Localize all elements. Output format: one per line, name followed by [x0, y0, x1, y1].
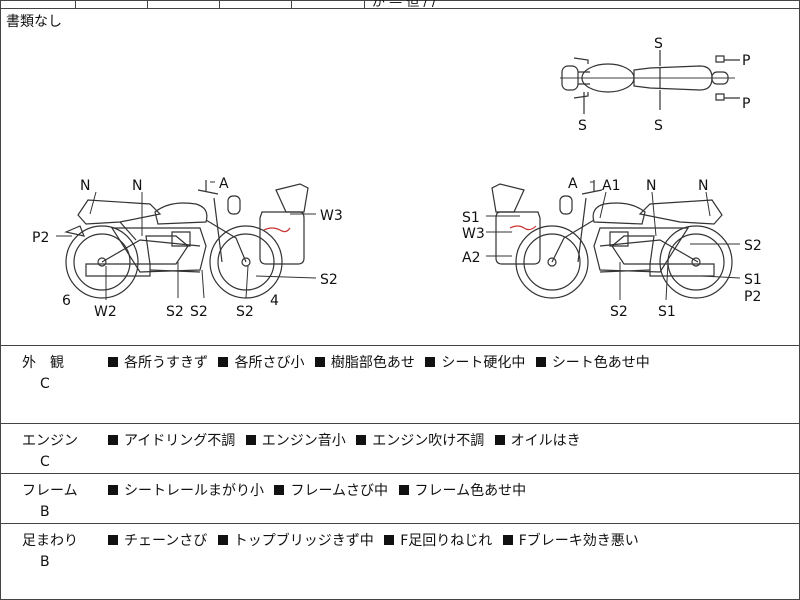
section-notes: シートレールまがり小 フレームさび中 フレーム色あせ中	[108, 480, 532, 500]
section-notes: アイドリング不調 エンジン音小 エンジン吹け不調 オイルはき	[108, 430, 587, 450]
damage-label: W2	[94, 304, 117, 320]
damage-label: N	[698, 178, 708, 194]
bullet-square-icon	[108, 435, 118, 445]
damage-label: S	[654, 36, 663, 52]
section-notes: チェーンさび トップブリッジきず中 F足回りねじれ Fブレーキ効き悪い	[108, 530, 645, 550]
bullet-square-icon	[108, 485, 118, 495]
header-partial-text: が — 但 / /	[372, 0, 437, 10]
bullet-square-icon	[494, 435, 505, 445]
header-cell	[147, 0, 220, 8]
damage-diagram: S S S P P A N N P2 W3 6 W2 S2 S2 S2 4 S2…	[32, 36, 762, 320]
section-title: 外 観	[22, 355, 64, 371]
damage-label: A2	[462, 250, 480, 266]
section-grade: C	[40, 454, 50, 470]
bullet-square-icon	[356, 435, 367, 445]
left-bike	[64, 180, 309, 299]
header-cell	[291, 0, 365, 8]
condition-note: F足回りねじれ	[400, 533, 493, 549]
bullet-square-icon	[245, 435, 256, 445]
section-grade: C	[40, 376, 50, 392]
damage-label: P2	[744, 289, 761, 305]
section-suspension: 足まわり B チェーンさび トップブリッジきず中 F足回りねじれ Fブレーキ効き…	[0, 523, 800, 600]
section-exterior: 外 観 C 各所うすきず 各所さび小 樹脂部色あせ シート硬化中 シート色あせ中	[0, 345, 800, 424]
bullet-square-icon	[108, 357, 118, 367]
damage-label: P	[742, 96, 750, 112]
bullet-square-icon	[502, 535, 513, 545]
section-title: フレーム	[22, 483, 78, 499]
right-bike-labels: A A1 N N S1 W3 A2 S2 S1 S2 S1 P2	[462, 176, 762, 320]
bullet-square-icon	[218, 357, 229, 367]
top-view-labels: S S S P P	[578, 36, 750, 134]
damage-label: A1	[602, 178, 620, 194]
bullet-square-icon	[314, 357, 325, 367]
bullet-square-icon	[425, 357, 436, 367]
condition-note: フレーム色あせ中	[414, 483, 527, 499]
damage-label: S2	[744, 238, 762, 254]
damage-label: P2	[32, 230, 49, 246]
condition-note: チェーンさび	[124, 533, 208, 549]
section-notes: 各所うすきず 各所さび小 樹脂部色あせ シート硬化中 シート色あせ中	[108, 352, 656, 372]
top-view-bike	[560, 50, 740, 114]
section-title: エンジン	[22, 433, 78, 449]
header-cell	[219, 0, 292, 8]
damage-label: A	[568, 176, 578, 192]
top-header-row: が — 但 / /	[0, 0, 800, 10]
section-grade: B	[40, 554, 50, 570]
condition-note: 樹脂部色あせ	[330, 355, 415, 371]
damage-label: S2	[190, 304, 208, 320]
condition-note: 各所うすきず	[124, 355, 208, 371]
damage-label: N	[132, 178, 142, 194]
damage-label: W3	[462, 226, 485, 242]
condition-note: シート硬化中	[441, 355, 526, 371]
section-engine: エンジン C アイドリング不調 エンジン音小 エンジン吹け不調 オイルはき	[0, 423, 800, 474]
damage-label: S	[654, 118, 663, 134]
damage-label: N	[80, 178, 90, 194]
left-bike-labels: A N N P2 W3 6 W2 S2 S2 S2 4 S2	[32, 176, 343, 320]
condition-note: シート色あせ中	[551, 355, 650, 371]
damage-label: N	[646, 178, 656, 194]
damage-label: S1	[658, 304, 676, 320]
motorcycle-diagram-svg: S S S P P A N N P2 W3 6 W2 S2 S2 S2 4 S2…	[32, 36, 762, 320]
header-cell	[0, 0, 76, 8]
damage-label: W3	[320, 208, 343, 224]
documents-status: 書類なし	[6, 14, 62, 30]
header-cell	[75, 0, 148, 8]
damage-label: S1	[744, 272, 762, 288]
condition-note: オイルはき	[510, 433, 581, 449]
section-title: 足まわり	[22, 533, 78, 549]
condition-note: シートレールまがり小	[124, 483, 264, 499]
bullet-square-icon	[217, 535, 228, 545]
bullet-square-icon	[535, 357, 546, 367]
damage-label: A	[219, 176, 229, 192]
bullet-square-icon	[274, 485, 285, 495]
damage-label: 6	[62, 293, 71, 309]
condition-note: フレームさび中	[290, 483, 389, 499]
damage-label: S1	[462, 210, 480, 226]
callout-lines	[56, 181, 741, 301]
section-frame: フレーム B シートレールまがり小 フレームさび中 フレーム色あせ中	[0, 473, 800, 524]
damage-label: 4	[270, 293, 279, 309]
damage-label: S2	[610, 304, 628, 320]
condition-note: Fブレーキ効き悪い	[518, 533, 639, 549]
damage-label: S2	[320, 272, 338, 288]
condition-note: アイドリング不調	[124, 433, 236, 449]
condition-note: トップブリッジきず中	[233, 533, 374, 549]
condition-note: 各所さび小	[234, 355, 305, 371]
damage-label: S	[578, 118, 587, 134]
bullet-square-icon	[398, 485, 409, 495]
bullet-square-icon	[384, 535, 395, 545]
bullet-square-icon	[108, 535, 118, 545]
condition-note: エンジン吹け不調	[372, 433, 485, 449]
damage-label: P	[742, 53, 750, 69]
section-grade: B	[40, 504, 50, 520]
damage-label: S2	[166, 304, 184, 320]
damage-label: S2	[236, 304, 254, 320]
condition-note: エンジン音小	[261, 433, 346, 449]
right-bike	[491, 180, 733, 299]
